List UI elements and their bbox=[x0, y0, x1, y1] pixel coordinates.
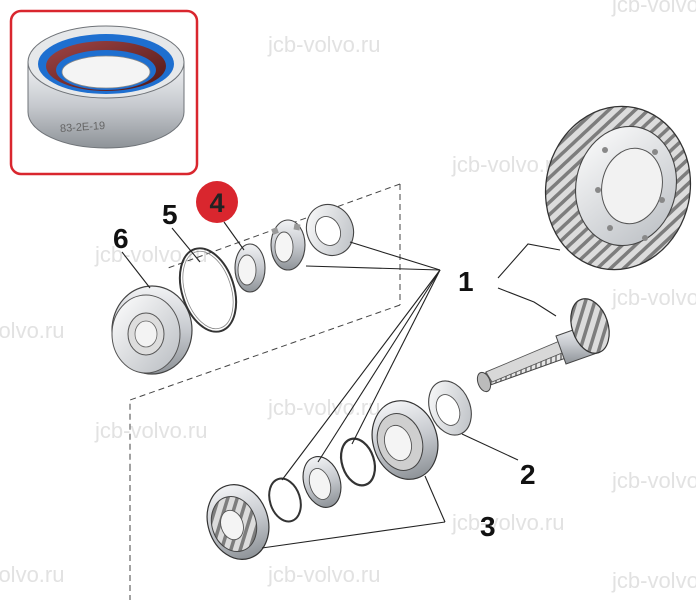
nut-hole bbox=[274, 231, 294, 263]
watermark-text: jcb-volvo.ru bbox=[611, 285, 696, 310]
part-3-bearing-large bbox=[371, 400, 439, 480]
callout-labels: 6 5 1 2 3 bbox=[113, 199, 536, 542]
watermark-text: jcb-volvo.ru bbox=[611, 468, 696, 493]
leader-2 bbox=[461, 433, 519, 461]
inset-oil-seal: 83-2E-19 bbox=[9, 9, 199, 176]
housing-bore-inner bbox=[134, 320, 158, 348]
part-5-o-ring bbox=[178, 247, 238, 333]
seal-bore bbox=[61, 55, 151, 89]
watermark-text: jcb-volvo.ru bbox=[611, 568, 696, 593]
bolt-hole bbox=[659, 197, 665, 203]
part-4-oil-seal bbox=[234, 243, 266, 293]
leader-3 bbox=[424, 475, 446, 523]
watermark-text: jcb-volvo.ru bbox=[94, 418, 207, 443]
leader-4 bbox=[223, 221, 245, 251]
part-1-nut bbox=[270, 219, 306, 271]
part-3-bearing-small bbox=[206, 484, 270, 560]
leader-1 bbox=[349, 241, 441, 271]
watermark-text: jcb-volvo.ru bbox=[267, 562, 380, 587]
leader-1-pinion bbox=[497, 287, 557, 317]
watermarks: jcb-volvo.ru jcb-volvo.ru jcb-volvo.ru j… bbox=[0, 0, 696, 593]
spacer-ring bbox=[339, 437, 377, 487]
shaft-end bbox=[476, 371, 492, 393]
callout-3-label: 3 bbox=[480, 511, 496, 542]
bearing-bore bbox=[220, 509, 244, 541]
part-1-washer bbox=[305, 203, 355, 257]
nut-slot bbox=[271, 227, 279, 235]
watermark-text: jcb-volvo.ru bbox=[267, 32, 380, 57]
watermark-text: jcb-volvo.ru bbox=[451, 152, 564, 177]
thin-ring bbox=[268, 477, 302, 523]
callout-4-label: 4 bbox=[209, 188, 224, 218]
watermark-text: jcb-volvo.ru bbox=[0, 318, 64, 343]
collar-hole bbox=[308, 468, 332, 500]
leader-3 bbox=[261, 521, 446, 549]
shim-hole bbox=[435, 394, 461, 426]
part-1-ring-gear bbox=[544, 105, 692, 271]
part-1-thin-ring bbox=[268, 477, 302, 523]
nut-slot bbox=[293, 223, 301, 231]
watermark-text: jcb-volvo.ru bbox=[267, 395, 380, 420]
part-1-collar bbox=[302, 456, 342, 508]
bolt-hole bbox=[642, 235, 648, 241]
pinion-teeth bbox=[570, 298, 610, 354]
leader-1-gear bbox=[497, 243, 561, 279]
watermark-text: jcb-volvo.ru bbox=[94, 242, 207, 267]
dashed-outline bbox=[129, 304, 401, 465]
callout-5-label: 5 bbox=[162, 199, 178, 230]
leader-5 bbox=[171, 227, 201, 263]
gear-bore bbox=[601, 147, 663, 225]
badge-circle bbox=[196, 181, 238, 223]
leader-1 bbox=[281, 269, 441, 481]
seal-marking: 83-2E-19 bbox=[60, 120, 106, 135]
bearing-bore bbox=[383, 424, 413, 462]
leader-1 bbox=[317, 269, 441, 463]
leader-1 bbox=[351, 269, 441, 445]
bolt-hole bbox=[602, 147, 608, 153]
bolt-hole bbox=[595, 187, 601, 193]
callout-6-label: 6 bbox=[113, 223, 129, 254]
watermark-text: jcb-volvo.ru bbox=[611, 0, 696, 17]
seal-hole bbox=[237, 254, 257, 286]
leader-lines bbox=[121, 221, 561, 549]
bolt-hole bbox=[607, 225, 613, 231]
part-1-spacer-ring bbox=[339, 437, 377, 487]
washer-hole bbox=[314, 216, 342, 246]
leader-1 bbox=[305, 265, 441, 271]
callout-1-label: 1 bbox=[458, 266, 474, 297]
watermark-text: jcb-volvo.ru bbox=[451, 510, 564, 535]
watermark-text: jcb-volvo.ru bbox=[0, 562, 64, 587]
part-2-shim bbox=[428, 380, 472, 436]
o-ring-outer bbox=[178, 247, 238, 333]
callout-2-label: 2 bbox=[520, 459, 536, 490]
o-ring-inner bbox=[182, 250, 234, 330]
part-6-housing bbox=[111, 285, 193, 375]
bolt-hole bbox=[652, 149, 658, 155]
leader-6 bbox=[121, 251, 151, 289]
callout-4-badge: 4 bbox=[196, 181, 238, 223]
part-1-pinion-shaft bbox=[476, 298, 610, 393]
